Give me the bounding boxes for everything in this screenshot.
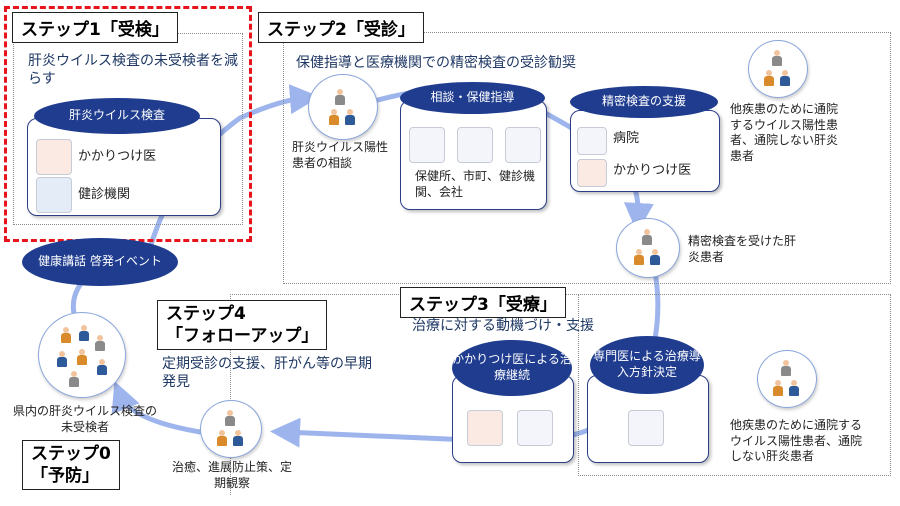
exam-card: 病院 かかりつけ医 xyxy=(570,110,720,192)
step3-region xyxy=(578,294,891,476)
patient-icon xyxy=(780,70,790,86)
doctor-icon xyxy=(517,410,553,446)
consult-text: 保健所、市町、健診機関、会社 xyxy=(415,169,536,199)
consult-card: 保健所、市町、健診機関、会社 xyxy=(400,100,547,210)
exam-item-hospital: 病院 xyxy=(613,131,640,146)
patient-icon xyxy=(217,430,227,446)
patient-icon xyxy=(345,109,355,125)
untested-circle xyxy=(38,312,126,398)
other-disease-circle-2 xyxy=(757,350,817,408)
clinic-icon xyxy=(36,139,72,175)
step4-title-line2: 「フォローアップ」 xyxy=(166,326,319,347)
followup-label: 治癒、進展防止策、定期観察 xyxy=(171,460,292,490)
other-disease-label-1: 他疾患のために通院するウイルス陽性患者、通院しない肝炎患者 xyxy=(730,102,839,163)
step4-title-line1: ステップ4 xyxy=(166,304,246,324)
step4-title: ステップ4 「フォローアップ」 xyxy=(157,300,328,351)
treat-continue-pill: かかりつけ医による治療継続 xyxy=(452,340,572,396)
patient-icon xyxy=(57,351,67,367)
untested-label: 県内の肝炎ウイルス検査の未受検者 xyxy=(12,404,157,434)
step1-pill: 肝炎ウイルス検査 xyxy=(34,98,200,134)
step3-desc: 治療に対する動機づけ・支援 xyxy=(412,318,594,334)
patient-icon xyxy=(225,410,235,426)
patient-icon xyxy=(79,325,89,341)
nurse-icon xyxy=(409,127,445,163)
step3-title: ステップ3「受療」 xyxy=(400,287,566,318)
patient-icon xyxy=(95,335,105,351)
patient-icon xyxy=(650,249,660,265)
patient-icon xyxy=(505,127,541,163)
hospital-icon xyxy=(36,177,72,213)
patient-icon xyxy=(642,229,652,245)
patient-icon xyxy=(764,70,774,86)
patient-icon xyxy=(772,50,782,66)
other-disease-label-2: 他疾患のために通院するウイルス陽性患者、通院しない肝炎患者 xyxy=(730,418,863,464)
followup-circle xyxy=(200,400,262,458)
step0-title: ステップ0 「予防」 xyxy=(22,440,120,491)
clinic-icon xyxy=(467,410,503,446)
arrow-followup-to-untested xyxy=(111,381,203,435)
patient-icon xyxy=(61,327,71,343)
step0-title-line1: ステップ0 xyxy=(31,444,111,464)
patient-icon xyxy=(634,249,644,265)
clinic-icon xyxy=(577,159,607,187)
specialist-pill: 専門医による治療導入方針決定 xyxy=(590,336,704,394)
patient-icon xyxy=(773,380,783,396)
step2-desc: 保健指導と医療機関での精密検査の受診勧奨 xyxy=(296,55,576,71)
patient-icon xyxy=(97,359,107,375)
specialist-card xyxy=(587,375,709,463)
step1-desc: 肝炎ウイルス検査の未受検者を減らす xyxy=(28,53,238,87)
step1-item-checkup: 健診機関 xyxy=(78,187,131,202)
exam-item-clinic: かかりつけ医 xyxy=(613,163,692,178)
exam-done-label: 精密検査を受けた肝炎患者 xyxy=(688,234,797,264)
arrow-to-followup xyxy=(270,417,473,448)
event-pill: 健康講話 啓発イベント xyxy=(22,238,178,286)
step1-title: ステップ1「受検」 xyxy=(12,12,178,43)
step1-item-clinic: かかりつけ医 xyxy=(78,149,157,164)
patient-icon xyxy=(77,349,87,365)
patient-icon xyxy=(329,109,339,125)
positive-patient-circle xyxy=(308,74,378,140)
positive-patient-label: 肝炎ウイルス陽性患者の相談 xyxy=(292,140,389,170)
building-icon xyxy=(628,410,664,446)
step0-title-line2: 「予防」 xyxy=(31,466,99,487)
exam-done-circle xyxy=(616,218,680,278)
patient-icon xyxy=(781,360,791,376)
patient-icon xyxy=(69,371,79,387)
doctor-icon xyxy=(457,127,493,163)
building-icon xyxy=(577,127,607,155)
other-disease-circle-1 xyxy=(748,40,808,98)
patient-icon xyxy=(335,89,345,105)
exam-pill: 精密検査の支援 xyxy=(570,86,718,118)
consult-pill: 相談・保健指導 xyxy=(400,82,545,114)
patient-icon xyxy=(233,430,243,446)
step2-title: ステップ2「受診」 xyxy=(258,12,424,43)
step1-card: かかりつけ医 健診機関 xyxy=(27,118,221,216)
patient-icon xyxy=(789,380,799,396)
step4-desc: 定期受診の支援、肝がん等の早期発見 xyxy=(162,356,372,390)
step2-region xyxy=(283,32,891,284)
